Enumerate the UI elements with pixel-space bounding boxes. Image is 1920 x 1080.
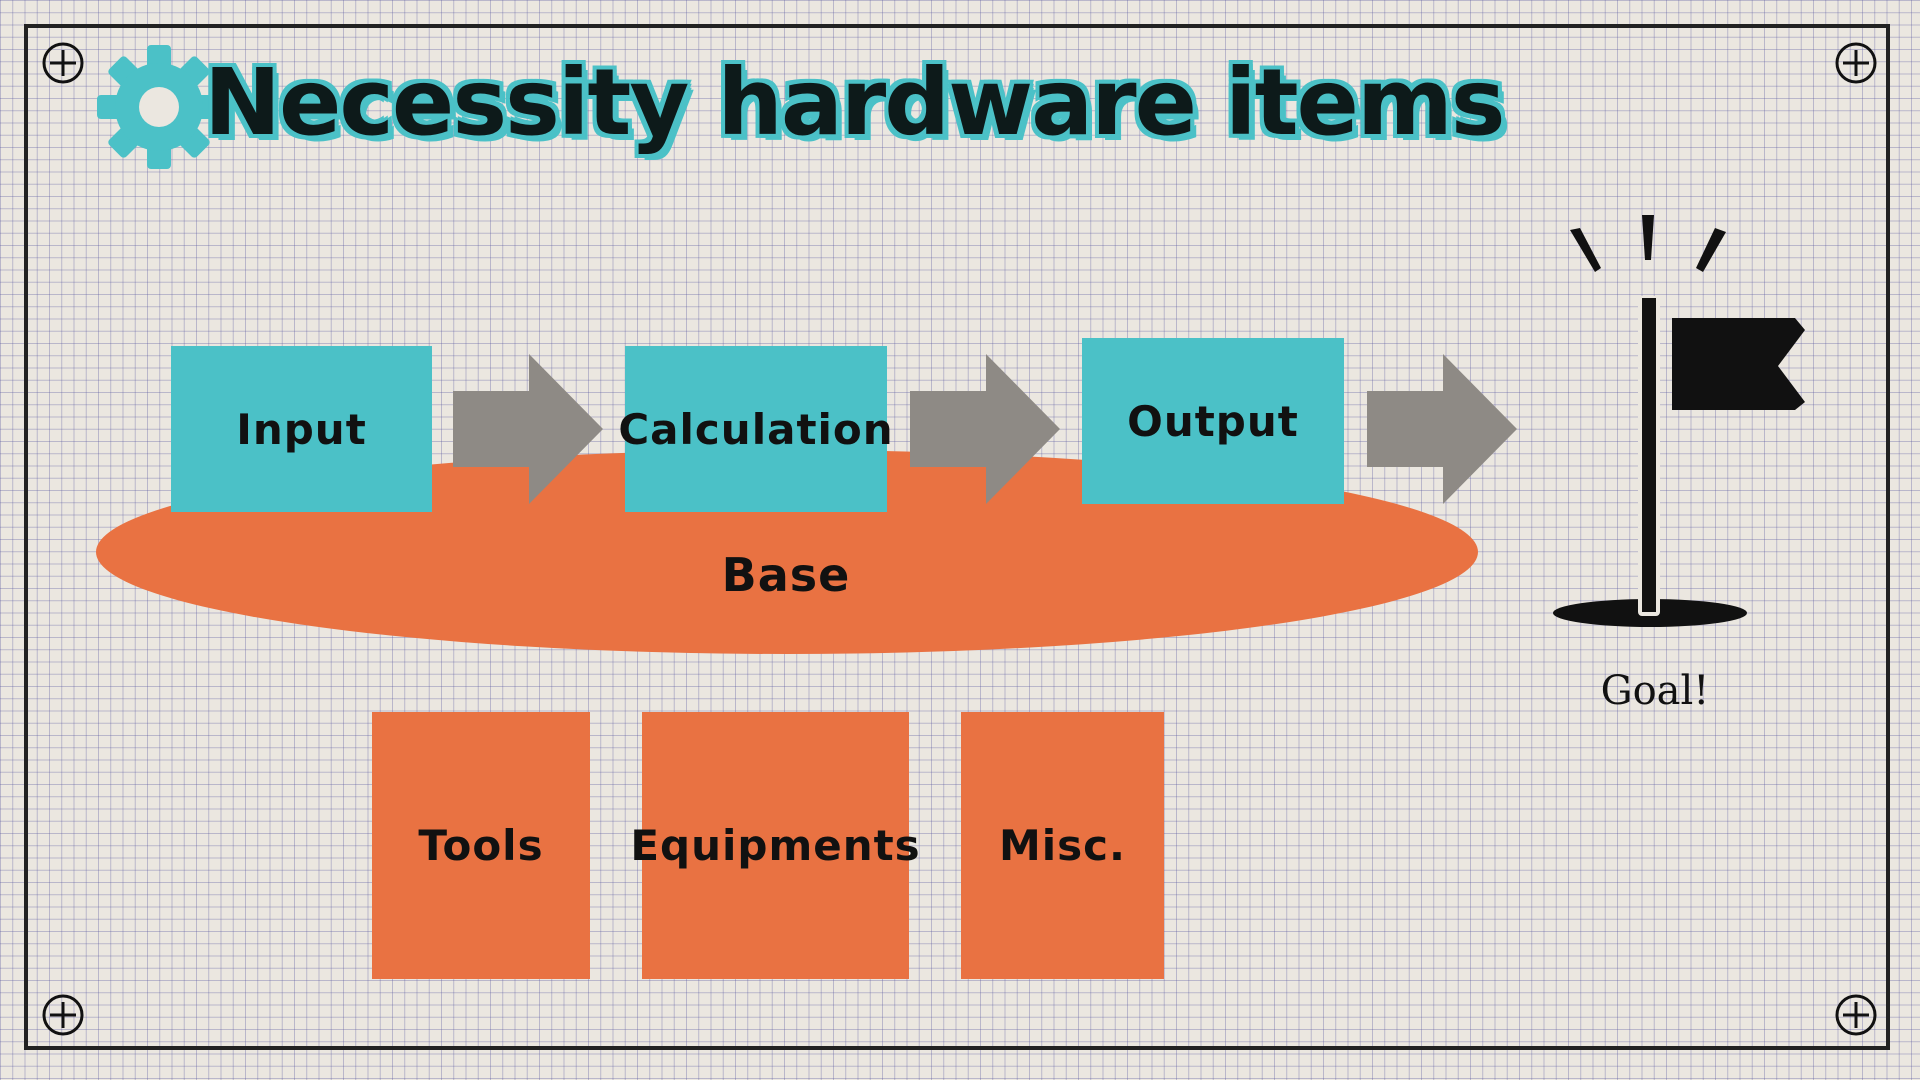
gear-icon <box>97 45 221 169</box>
arrow-right-icon <box>453 354 603 504</box>
arrow-right-icon <box>1367 354 1517 504</box>
crosshair-icon <box>42 994 84 1036</box>
crosshair-icon <box>1835 994 1877 1036</box>
goal-label: Goal! <box>1600 668 1710 714</box>
calculation-box: Calculation <box>618 346 893 512</box>
crosshair-icon <box>1835 42 1877 84</box>
misc-box: Misc. <box>961 712 1164 979</box>
output-box: Output <box>1082 338 1344 504</box>
slide-frame <box>24 24 1890 1050</box>
goal-flag-icon <box>1553 215 1805 627</box>
input-box: Input <box>171 346 432 512</box>
crosshair-icon <box>42 42 84 84</box>
equipments-box: Equipments <box>630 712 920 979</box>
tools-box: Tools <box>372 712 590 979</box>
base-label: Base <box>721 548 851 602</box>
arrow-right-icon <box>910 354 1060 504</box>
page-title: Necessity hardware items <box>204 49 1506 156</box>
